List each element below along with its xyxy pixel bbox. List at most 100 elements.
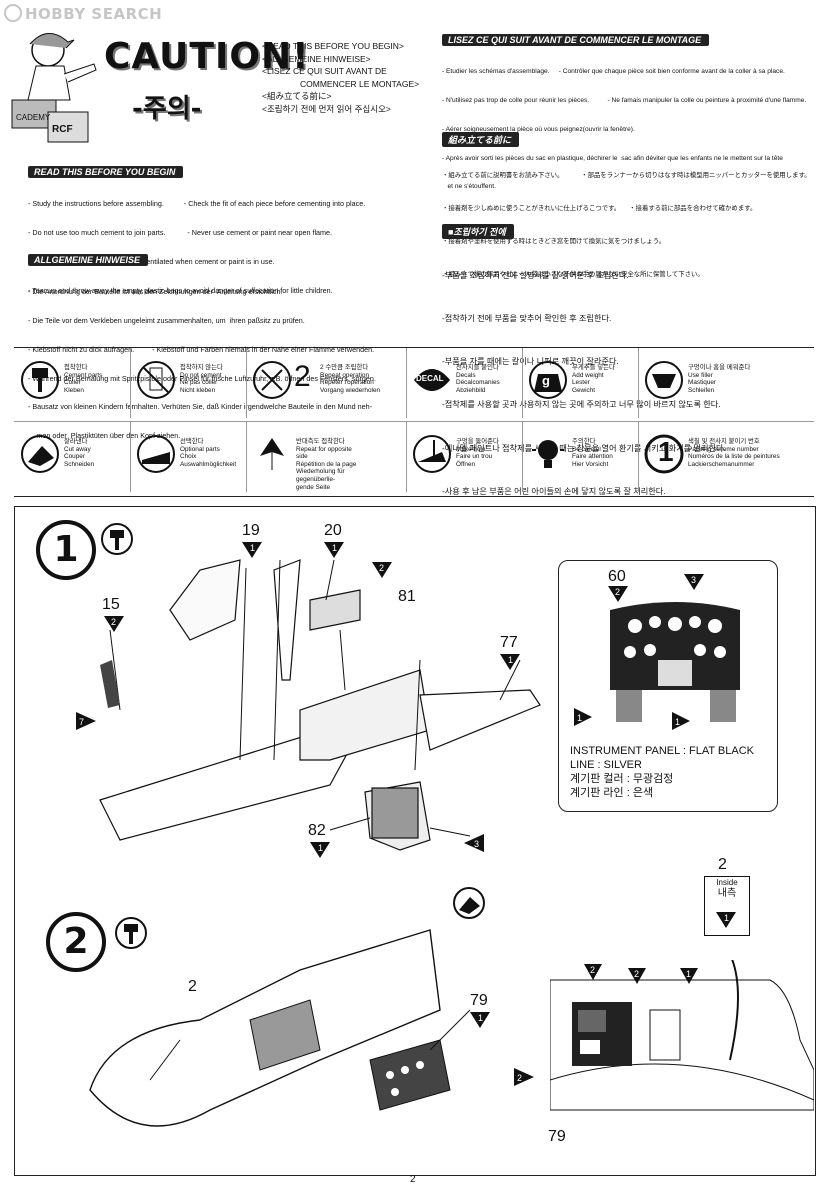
part-number: 79: [548, 1128, 566, 1145]
text-line: - Klebstoff nicht zu dick aufragen. - Kl…: [28, 344, 375, 354]
part-number: 20: [324, 522, 342, 539]
svg-text:2: 2: [590, 965, 595, 975]
badge-two-icon: 2: [628, 968, 646, 984]
text-line: -사용 후 남은 부품은 어린 아이들의 손에 닿지 않도록 잘 처리한다.: [442, 486, 666, 496]
instrument-panel-drawing: [610, 602, 740, 722]
repeat-number: 2: [294, 360, 311, 393]
svg-text:1: 1: [478, 1013, 483, 1023]
make-hole-icon: [413, 435, 451, 473]
svg-text:1: 1: [724, 913, 729, 923]
badge-one-icon: 1: [672, 712, 690, 730]
caution-item: <組み立てる前に>: [262, 91, 332, 101]
text-line: - Aérer soigneusement la pièce où vous p…: [442, 125, 635, 133]
text-line: -접착하기 전에 부품을 맞추어 확인한 후 조립한다.: [442, 314, 612, 324]
text-line: - Bausatz von kleinen Kindern fernhalten…: [28, 402, 373, 412]
badge-one-icon: 1: [500, 654, 520, 670]
svg-text:1: 1: [675, 717, 680, 727]
part-number: 2: [188, 978, 197, 995]
part-number: 81: [398, 588, 416, 605]
text-line: - Après avoir sorti les pièces du sac en…: [442, 154, 783, 162]
be-careful-icon: [532, 440, 564, 468]
step-2-cement-icon: [115, 917, 147, 949]
text-line: - Study the instructions before assembli…: [28, 199, 366, 209]
svg-text:3: 3: [474, 839, 479, 849]
svg-text:1: 1: [577, 713, 582, 723]
ko-section: ■조립하기 전에 -부품을 조립하기 전에 설명서를 잘 읽어본 후 조립한다.…: [442, 222, 822, 528]
text-line: ・組み立て後の部品やビニール袋は小さな子供の手の届かない安全な所に保管して下さい…: [442, 271, 704, 278]
badge-one-icon: 1: [324, 542, 344, 558]
part-number: 19: [242, 522, 260, 539]
section-heading: ■조립하기 전에: [442, 224, 514, 239]
badge-seven-icon: 7: [76, 712, 96, 730]
jp-section: 組み立てる前に ・組み立てる前に説明書をお読み下さい。 ・部品をランナーから切り…: [442, 130, 822, 302]
text-line: - N'utilisez pas trop de colle pour réun…: [442, 96, 807, 104]
add-weight-icon: [529, 361, 567, 399]
repeat-icon: [253, 361, 291, 399]
svg-text:3: 3: [691, 575, 696, 585]
svg-text:2: 2: [615, 587, 620, 597]
badge-two-icon: 2: [514, 1068, 534, 1086]
badge-one-icon: 1: [680, 968, 698, 984]
part-number: 60: [608, 568, 626, 585]
badge-one-icon: 1: [716, 912, 736, 928]
step-1-cement-icon: [101, 523, 133, 555]
allgemeine-section: ALLGEMEINE HINWEISE - Die Anordnung der …: [28, 250, 428, 460]
text-line: -부품을 조립하기 전에 설명서를 잘 읽어본 후 조립한다.: [442, 270, 629, 280]
badge-one-icon: 1: [310, 842, 330, 858]
svg-text:2: 2: [634, 969, 639, 979]
badge-two-icon: 2: [608, 586, 628, 602]
part-number: 77: [500, 634, 518, 651]
step-2-number: 2: [46, 912, 106, 972]
no-cement-icon: [137, 361, 175, 399]
section-heading: READ THIS BEFORE YOU BEGIN: [28, 166, 184, 178]
text-line: - Tear up and throw away the empty plast…: [28, 285, 333, 295]
step-1-number: 1: [36, 520, 96, 580]
svg-text:2: 2: [111, 617, 116, 627]
lisez-section: LISEZ CE QUI SUIT AVANT DE COMMENCER LE …: [442, 30, 822, 211]
fuselage-drawing: [89, 929, 471, 1127]
section-heading: 組み立てる前に: [442, 132, 520, 147]
badge-two-icon: 2: [104, 616, 124, 632]
cockpit-detail-drawing: [550, 960, 814, 1111]
watermark-logo-icon: [4, 4, 22, 22]
cut-away-icon: [453, 887, 485, 919]
badge-two-icon: 2: [372, 562, 392, 578]
text-line: - Die Teile vor dem Verkleben ungeleimt …: [28, 315, 305, 325]
note-line: 계기판 라인 : 은색: [570, 787, 654, 799]
steps-frame: [14, 506, 816, 1176]
cement-icon: [21, 361, 59, 399]
section-heading: LISEZ CE QUI SUIT AVANT DE COMMENCER LE …: [442, 34, 710, 46]
caution-item: <ALLGEMEINE HINWEISE>: [262, 53, 371, 64]
svg-text:1: 1: [508, 655, 513, 665]
svg-text:2: 2: [379, 563, 384, 573]
badge-three-icon: 3: [464, 834, 484, 852]
svg-text:1: 1: [332, 543, 337, 553]
svg-text:CADEMY: CADEMY: [16, 113, 51, 122]
decal-icon: [414, 369, 450, 391]
mascot-illustration: CADEMY RCF: [11, 33, 97, 143]
instrument-panel-notes: INSTRUMENT PANEL : FLAT BLACK LINE : SIL…: [570, 744, 754, 800]
svg-text:7: 7: [79, 717, 84, 727]
text-line: ・組み立てる前に説明書をお読み下さい。 ・部品をランナーから切りはなす時は模型用…: [442, 172, 811, 179]
text-line: - Während der Bemalung mit Spritzpistole…: [28, 373, 376, 383]
instrument-panel-inset: [558, 560, 778, 812]
svg-text:2: 2: [517, 1073, 522, 1083]
read-before-section: READ THIS BEFORE YOU BEGIN - Study the i…: [28, 162, 428, 314]
optional-parts-icon: [137, 435, 175, 473]
caution-title-ko: -주의-: [132, 94, 202, 124]
note-line: INSTRUMENT PANEL : FLAT BLACK: [570, 745, 754, 757]
watermark: HOBBY SEARCH: [4, 4, 162, 23]
painting-number-icon: [644, 434, 684, 474]
part-number: 15: [102, 596, 120, 613]
text-line: -접착제를 사용할 곳과 사용하지 않는 곳에 주의하고 너무 많이 바르지 않…: [442, 400, 721, 410]
